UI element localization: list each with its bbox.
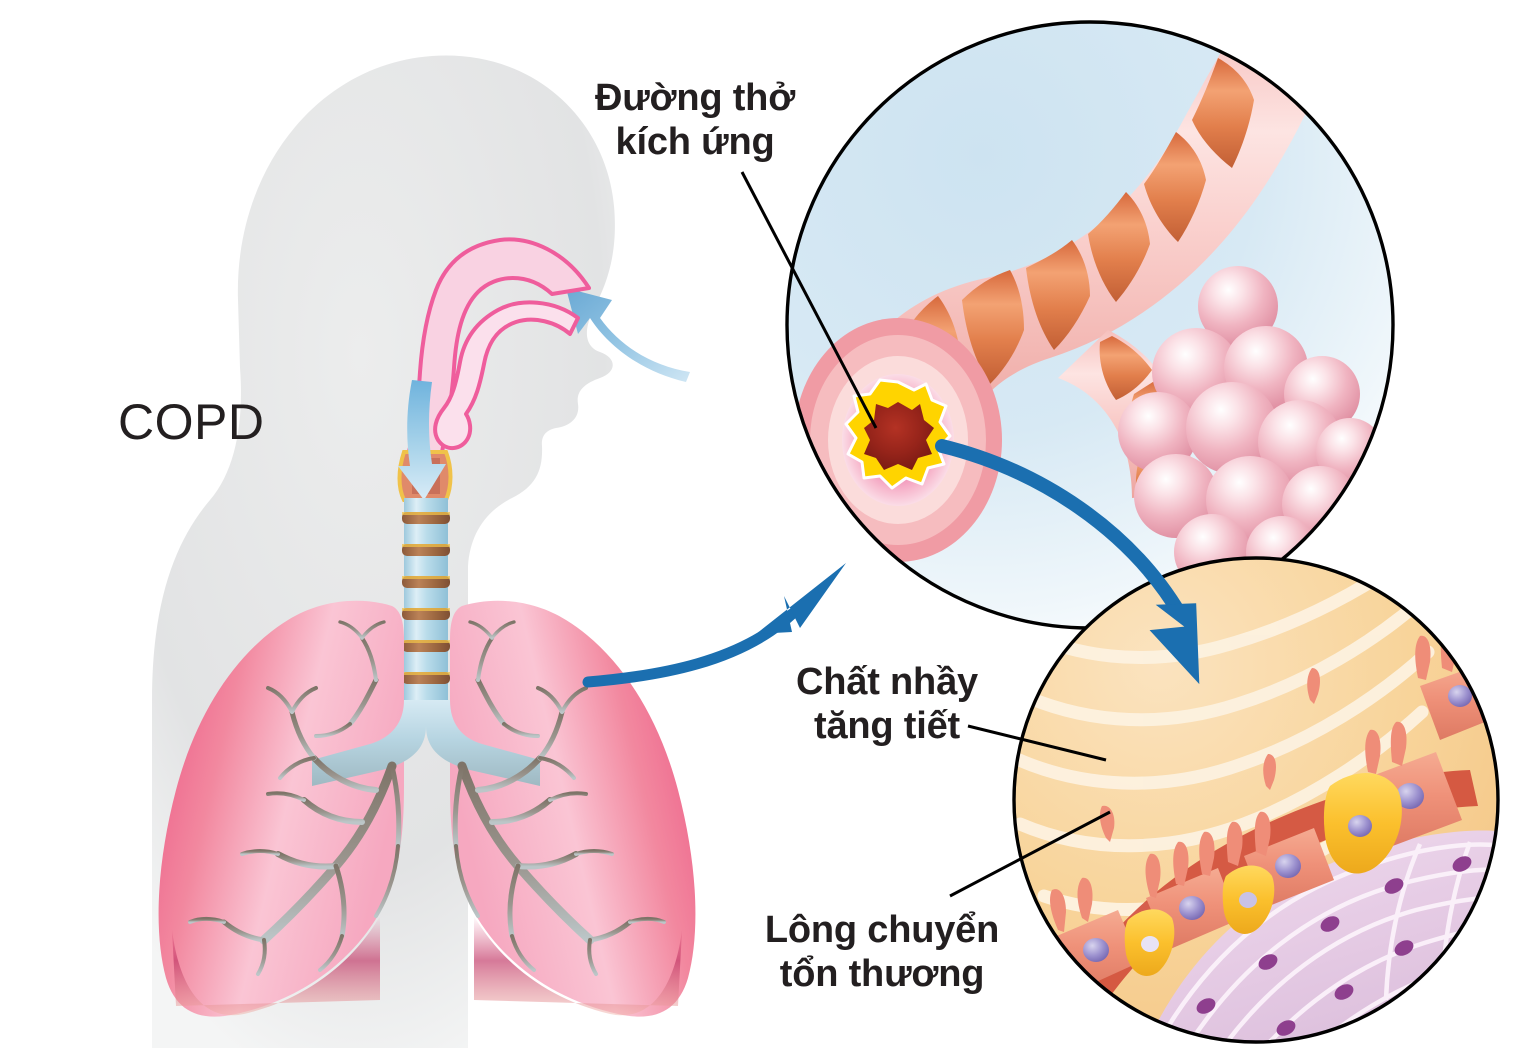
label-irritated-airway: Đường thở kích ứng <box>594 77 796 164</box>
main-bronchi <box>312 700 540 786</box>
right-lung-base-shadow <box>474 916 682 1016</box>
cilia-inset <box>1012 556 1500 1044</box>
cilia-inset-border <box>1012 556 1500 1044</box>
human-torso-respiratory-overview <box>152 55 696 1048</box>
oral-pharynx-outline <box>433 300 580 450</box>
lumen-obstructed-core <box>864 402 934 470</box>
cilia-label-leader <box>949 810 1111 898</box>
connectors <box>582 171 1200 898</box>
goblet-cell <box>1323 772 1402 874</box>
bronchus-cross-section <box>794 318 1002 562</box>
trachea <box>402 498 450 720</box>
airflow-down-arrow <box>398 380 446 500</box>
left-lung-base-shadow <box>172 916 380 1016</box>
airflow-in-arrow <box>566 288 690 382</box>
mucus-label-leader <box>967 724 1107 762</box>
label-copd: COPD <box>118 394 265 450</box>
lung-to-bronchiole-arrowhead <box>756 563 846 634</box>
bronchial-tree-left <box>188 620 402 976</box>
bronchial-tree-right <box>452 620 666 976</box>
trachea-cartilage-rings <box>402 512 450 684</box>
label-mucus-hypersecretion: Chất nhầy tăng tiết <box>796 661 978 748</box>
bronchiole-inset <box>785 20 1395 630</box>
label-damaged-cilia: Lông chuyển tổn thương <box>764 909 1000 996</box>
goblet-cell <box>1222 865 1275 934</box>
bronchiole-to-cilia-arrow <box>935 439 1187 621</box>
goblet-cell <box>1124 909 1175 976</box>
airway-label-leader <box>740 171 878 429</box>
goblet-cells <box>1124 772 1402 976</box>
bronchiole-to-cilia-arrowhead <box>1149 603 1200 685</box>
